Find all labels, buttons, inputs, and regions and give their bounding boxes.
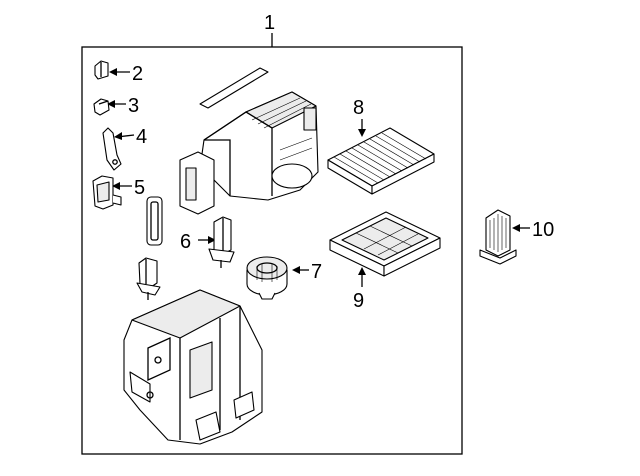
- callout-2: 2: [132, 63, 143, 85]
- callout-7: 7: [311, 261, 322, 283]
- hvac-case-part: [123, 289, 263, 445]
- resistor-part: [208, 216, 235, 268]
- leader-arrows: [107, 68, 530, 287]
- callout-4: 4: [136, 126, 147, 148]
- blower-resistor-part: [479, 209, 517, 265]
- gasket-part: [146, 196, 163, 246]
- sensor-part: [136, 257, 161, 300]
- filter-tray-part: [329, 211, 441, 277]
- callout-9: 9: [353, 290, 364, 312]
- blower-housing-part: [179, 67, 319, 215]
- clip-part: [94, 60, 109, 80]
- callout-3: 3: [128, 95, 139, 117]
- actuator-motor-part: [92, 175, 122, 210]
- lever-arm-part: [102, 127, 122, 171]
- actuator-small-part: [93, 98, 110, 116]
- callout-10: 10: [532, 219, 554, 241]
- callout-5: 5: [134, 177, 145, 199]
- callout-1: 1: [264, 12, 275, 34]
- blower-motor-part: [246, 256, 288, 300]
- cabin-air-filter-part: [327, 127, 435, 195]
- callout-6: 6: [180, 231, 191, 253]
- callout-8: 8: [353, 97, 364, 119]
